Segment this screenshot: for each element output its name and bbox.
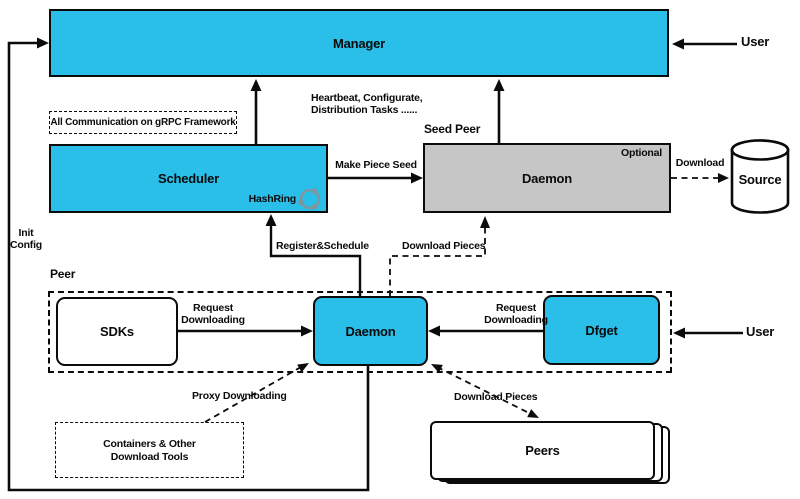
label-user-top: User	[741, 34, 770, 49]
edge-register-schedule	[269, 224, 362, 296]
edge-label-request-right-1: Request	[495, 302, 537, 314]
edge-download-pieces-seed	[389, 226, 486, 296]
group-label-seed-peer: Seed Peer	[424, 122, 481, 136]
edge-label-heartbeat-2: Distribution Tasks ......	[311, 104, 418, 116]
edge-download-pieces-seed-arrowhead	[480, 216, 490, 228]
node-peer-daemon: Daemon	[313, 296, 428, 366]
node-sdks-label: SDKs	[100, 324, 134, 339]
edge-download-source-arrowhead	[718, 173, 729, 183]
edge-download-pieces-peers-arrowhead-down	[527, 409, 539, 418]
node-containers: Containers & Other Download Tools	[55, 422, 244, 478]
edge-user-peer-arrowhead	[673, 327, 685, 339]
node-sdks: SDKs	[56, 297, 178, 366]
edge-register-schedule-arrowhead	[265, 214, 277, 226]
grpc-note-box	[49, 111, 237, 134]
edge-init-config-arrowhead	[37, 37, 49, 49]
node-scheduler-label: Scheduler	[157, 171, 220, 186]
label-optional: Optional	[621, 147, 662, 159]
edge-label-download-pieces-seed: Download Pieces	[402, 240, 486, 252]
edge-label-request-left-1: Request	[192, 302, 234, 314]
edge-dfget-daemon-arrowhead	[428, 325, 440, 337]
edge-proxy-downloading-arrowhead	[297, 363, 309, 373]
node-scheduler: Scheduler	[49, 144, 328, 213]
edge-label-heartbeat-1: Heartbeat, Configurate,	[311, 92, 423, 104]
label-hashring: HashRing	[248, 193, 297, 205]
edge-label-request-left-2: Downloading	[181, 314, 245, 326]
edge-label-init-2: Config	[9, 239, 43, 251]
node-containers-label-1: Containers & Other	[103, 437, 196, 450]
edge-label-init-1: Init	[18, 227, 34, 239]
edge-label-download-pieces-peers: Download Pieces	[454, 391, 538, 403]
node-peers: Peers	[430, 421, 655, 480]
edge-download-pieces-peers	[436, 366, 534, 416]
edge-make-piece-seed-arrowhead	[411, 172, 423, 184]
node-seed-daemon-label: Daemon	[521, 170, 573, 186]
edge-label-request-right-2: Downloading	[484, 314, 548, 326]
grpc-note-label: All Communication on gRPC Framework	[50, 117, 236, 128]
node-peers-label: Peers	[525, 442, 560, 458]
hashring-icon	[298, 188, 321, 210]
label-user-bottom: User	[746, 324, 775, 339]
edge-seeddaemon-manager-arrowhead	[493, 79, 505, 91]
edge-init-config	[7, 41, 370, 492]
edge-proxy-downloading	[204, 366, 302, 423]
edge-label-make-piece-seed: Make Piece Seed	[335, 159, 417, 171]
edge-label-proxy-downloading: Proxy Downloading	[192, 390, 287, 402]
edge-download-pieces-peers-arrowhead-up	[431, 364, 443, 373]
edge-user-manager-arrowhead	[672, 38, 684, 50]
node-dfget: Dfget	[543, 295, 660, 365]
node-manager-label: Manager	[332, 35, 386, 51]
edge-sdks-daemon-arrowhead	[301, 325, 313, 337]
edge-label-register-schedule: Register&Schedule	[276, 240, 369, 252]
node-source-label: Source	[738, 172, 782, 187]
node-source-shape	[730, 139, 790, 214]
edge-label-download: Download	[675, 157, 725, 169]
node-peer-daemon-label: Daemon	[345, 323, 396, 339]
group-label-peer: Peer	[50, 267, 76, 281]
node-manager: Manager	[49, 9, 669, 77]
node-dfget-label: Dfget	[585, 322, 618, 338]
node-seed-daemon: Daemon	[423, 143, 671, 213]
edge-scheduler-manager-arrowhead	[250, 79, 262, 91]
node-containers-label-2: Download Tools	[110, 450, 189, 463]
